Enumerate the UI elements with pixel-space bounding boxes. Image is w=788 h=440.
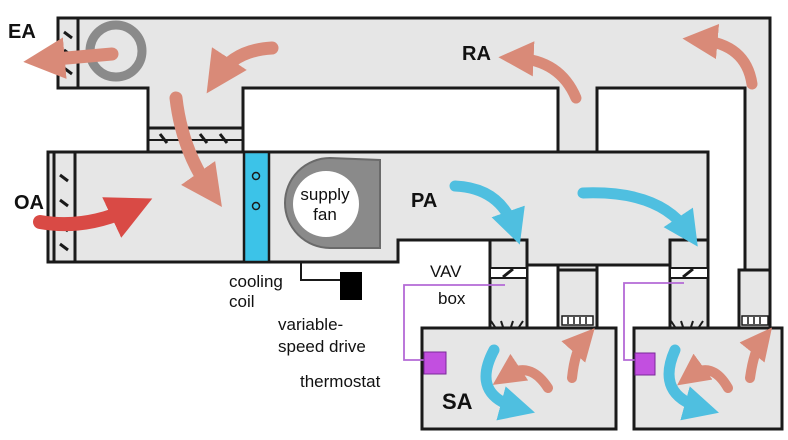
- thermostat-right: [623, 282, 684, 376]
- airflow-arrow-icon: [492, 353, 553, 393]
- airflow-arrow-icon: [682, 23, 758, 90]
- return-grille-icon: [741, 315, 769, 326]
- label-ea: EA: [8, 21, 36, 43]
- return-grille-right: [741, 315, 769, 326]
- diffuser-right: [670, 320, 704, 328]
- airflow-arrow-icon: [739, 327, 772, 383]
- vsd-box: [340, 272, 362, 300]
- vav-branch-left: [488, 238, 529, 330]
- return-grille-icon: [561, 315, 594, 326]
- airflow-arrow-icon: [169, 91, 222, 208]
- airflow-arrow-icon: [23, 37, 119, 79]
- vav-damper-left: [489, 267, 528, 279]
- supply-fan: supply fan: [284, 156, 381, 249]
- airflow-arrow-icon: [561, 328, 595, 383]
- airflow-arrows: [23, 23, 772, 421]
- variable-speed-drive: [300, 262, 362, 300]
- airflow-arrow-icon: [498, 41, 582, 104]
- cooling-coil-icon: [242, 150, 271, 264]
- label-vsd-2: speed drive: [278, 337, 366, 356]
- airflow-arrow-icon: [33, 197, 153, 238]
- supply-fan-label-2: fan: [313, 205, 337, 224]
- airflow-arrow-icon: [677, 353, 733, 393]
- label-ra: RA: [462, 43, 491, 65]
- outdoor-air-damper: [52, 152, 77, 262]
- supply-fan-label: supply: [300, 185, 350, 204]
- label-vav: VAV: [430, 262, 462, 281]
- label-vav-box: box: [438, 289, 466, 308]
- label-sa: SA: [442, 389, 473, 414]
- label-cooling-coil: cooling: [229, 272, 283, 291]
- label-oa: OA: [14, 192, 44, 214]
- thermostat-icon: [634, 352, 656, 376]
- cooling-coil: [242, 150, 271, 264]
- vav-damper-right: [669, 267, 709, 279]
- thermostat-icon: [423, 351, 447, 375]
- diffuser-icon: [670, 320, 704, 328]
- thermostat-left: [403, 284, 505, 375]
- label-cooling-coil-2: coil: [229, 292, 255, 311]
- label-vsd: variable-: [278, 315, 343, 334]
- label-pa: PA: [411, 190, 437, 212]
- airflow-arrow-icon: [480, 344, 535, 421]
- return-grille-left: [561, 315, 594, 326]
- diffuser-left: [490, 320, 524, 328]
- label-thermostat: thermostat: [300, 372, 381, 391]
- damper-icon: [502, 267, 514, 279]
- damper-icon: [59, 173, 69, 252]
- diffuser-icon: [490, 320, 524, 328]
- control-wire: [403, 284, 505, 361]
- airflow-arrow-icon: [577, 187, 698, 247]
- airflow-arrow-icon: [206, 41, 279, 94]
- damper-icon: [682, 267, 694, 279]
- vav-branch-right: [668, 238, 710, 330]
- supply-fan-icon: [293, 171, 359, 237]
- labels: EA RA OA PA SA cooling coil variable- sp…: [8, 21, 491, 414]
- airflow-arrow-icon: [663, 344, 719, 421]
- control-wire: [623, 282, 684, 361]
- airflow-arrow-icon: [449, 180, 525, 245]
